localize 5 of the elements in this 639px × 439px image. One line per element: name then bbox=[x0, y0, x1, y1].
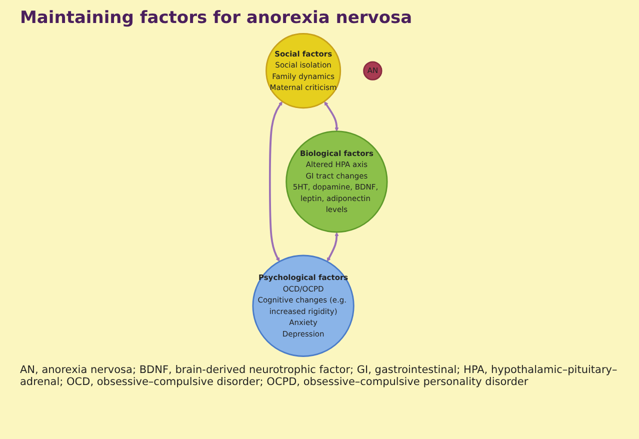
arrow bbox=[268, 101, 282, 262]
caption: AN, anorexia nervosa; BDNF, brain-derived neurotrophic factor; GI, gastrointestinal; HPA, hypothalamic–pituitary–adrenal; OCD, obsessive–compulsive disorder; OCPD, obsessive–compulsive personality disorder bbox=[19, 363, 618, 390]
diagram-title: Maintaining factors for anorexia nervosa bbox=[19, 7, 414, 30]
arrow bbox=[326, 232, 338, 262]
arrow bbox=[324, 101, 338, 132]
